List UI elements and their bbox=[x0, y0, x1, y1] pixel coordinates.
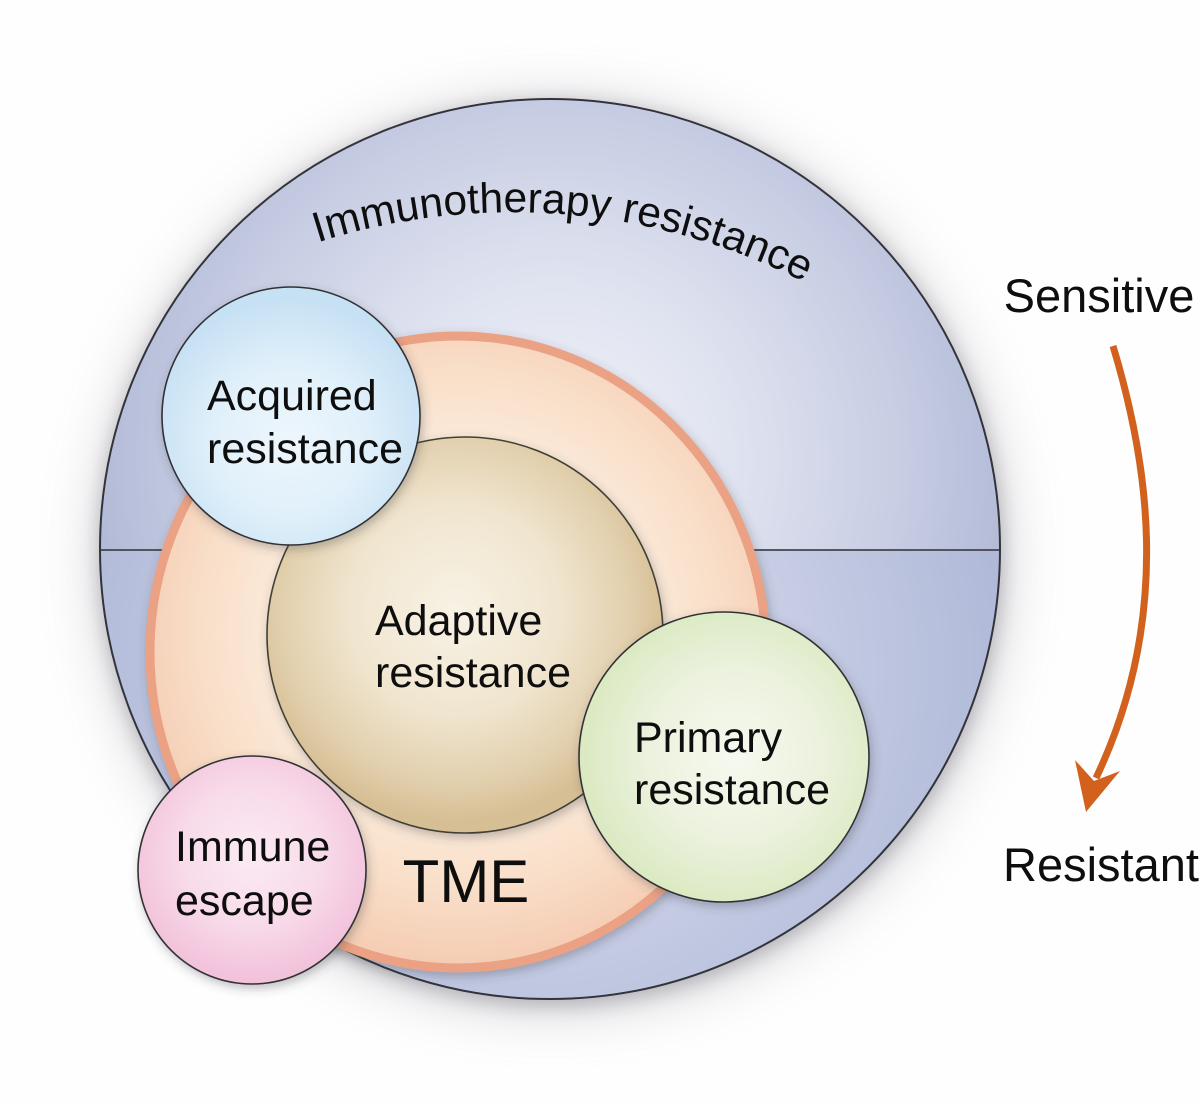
primary-resistance-label-line2: resistance bbox=[634, 766, 830, 814]
resistant-label: Resistant bbox=[1003, 838, 1199, 891]
tme-label: TME bbox=[403, 848, 530, 915]
adaptive-resistance-label-line1: Adaptive bbox=[375, 597, 542, 645]
sensitivity-arrow bbox=[1075, 344, 1151, 812]
arrow-head bbox=[1075, 760, 1120, 812]
outer-circle-outline bbox=[99, 98, 1001, 1000]
acquired-resistance-label-line1: Acquired bbox=[207, 372, 377, 420]
immune-escape-label-line1: Immune bbox=[175, 823, 330, 871]
arrow-shaft bbox=[1092, 344, 1151, 780]
acquired-resistance-label-line2: resistance bbox=[207, 425, 403, 473]
immune-escape-circle bbox=[137, 755, 367, 985]
immune-escape-label-line2: escape bbox=[175, 877, 314, 925]
adaptive-resistance-label-line2: resistance bbox=[375, 649, 571, 697]
acquired-resistance-circle bbox=[161, 286, 421, 546]
primary-resistance-label-line1: Primary bbox=[634, 714, 783, 762]
sensitive-label: Sensitive bbox=[1004, 269, 1195, 322]
primary-resistance-circle bbox=[578, 611, 870, 903]
